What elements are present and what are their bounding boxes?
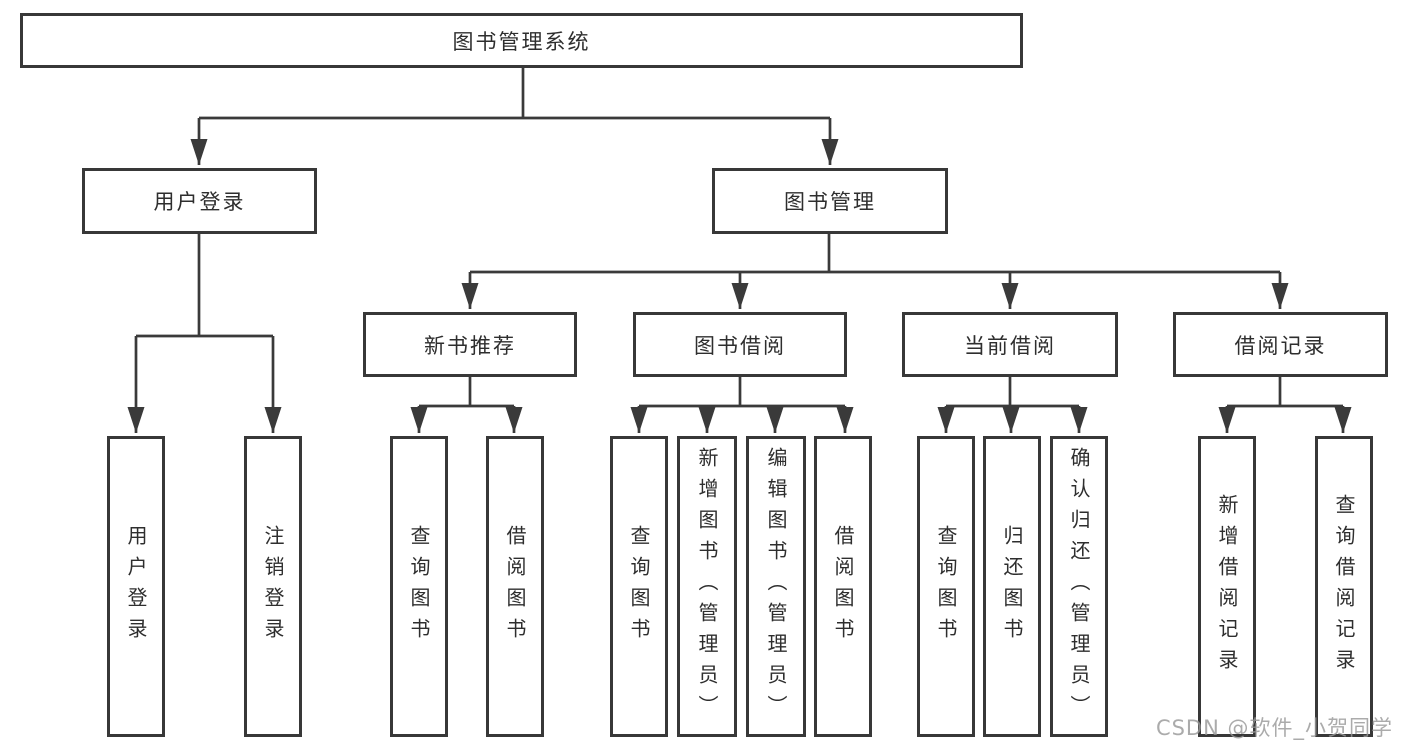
- connector-login-children: [136, 234, 273, 338]
- node-label: 查询图书: [407, 524, 431, 649]
- connector-root-l1: [199, 68, 830, 120]
- leaf-borrow-books-borrowing: 借阅图书: [814, 436, 872, 737]
- node-borrowing-records: 借阅记录: [1173, 312, 1388, 377]
- node-label: 新书推荐: [424, 333, 516, 358]
- connector-mgmt-children: [470, 234, 1280, 274]
- leaf-add-book-admin: 新增图书（管理员）: [677, 436, 737, 737]
- leaf-query-books-borrowing: 查询图书: [610, 436, 668, 737]
- leaf-query-borrowing-record: 查询借阅记录: [1315, 436, 1373, 737]
- node-label: 用户登录: [124, 524, 148, 649]
- leaf-borrow-books-recommend: 借阅图书: [486, 436, 544, 737]
- node-label: 注销登录: [261, 524, 285, 649]
- node-label: 确认归还（管理员）: [1067, 447, 1091, 726]
- node-library-management-system: 图书管理系统: [20, 13, 1023, 68]
- csdn-watermark: CSDN @软件_小贺同学: [1155, 716, 1393, 740]
- node-label: 用户登录: [153, 190, 246, 214]
- node-label: 查询借阅记录: [1332, 493, 1356, 680]
- leaf-confirm-return-admin: 确认归还（管理员）: [1050, 436, 1108, 737]
- node-label: 新增图书（管理员）: [695, 447, 719, 726]
- node-user-login: 用户登录: [82, 168, 317, 234]
- connector-recommend-children: [419, 377, 514, 408]
- node-label: 新增借阅记录: [1215, 493, 1239, 680]
- node-book-borrowing: 图书借阅: [633, 312, 847, 377]
- leaf-query-books-current: 查询图书: [917, 436, 975, 737]
- node-label: 借阅图书: [831, 524, 855, 649]
- node-label: 当前借阅: [964, 333, 1056, 358]
- node-label: 编辑图书（管理员）: [764, 447, 788, 726]
- node-label: 图书管理系统: [452, 29, 591, 54]
- leaf-query-books-recommend: 查询图书: [390, 436, 448, 737]
- node-label: 图书借阅: [694, 333, 786, 358]
- node-label: 归还图书: [1000, 524, 1024, 649]
- node-label: 图书管理: [784, 190, 876, 214]
- leaf-edit-book-admin: 编辑图书（管理员）: [746, 436, 806, 737]
- connector-records-children: [1227, 377, 1343, 408]
- node-book-management: 图书管理: [712, 168, 948, 234]
- node-label: 借阅记录: [1234, 333, 1327, 358]
- node-label: 查询图书: [627, 524, 651, 649]
- node-new-book-recommendation: 新书推荐: [363, 312, 577, 377]
- leaf-logout-login: 注销登录: [244, 436, 302, 737]
- leaf-add-borrowing-record: 新增借阅记录: [1198, 436, 1256, 737]
- connector-borrowing-children: [639, 377, 845, 408]
- leaf-user-login: 用户登录: [107, 436, 165, 737]
- connector-current-children: [946, 377, 1079, 408]
- node-current-borrowing: 当前借阅: [902, 312, 1118, 377]
- node-label: 借阅图书: [503, 524, 527, 649]
- node-label: 查询图书: [934, 524, 958, 649]
- leaf-return-books: 归还图书: [983, 436, 1041, 737]
